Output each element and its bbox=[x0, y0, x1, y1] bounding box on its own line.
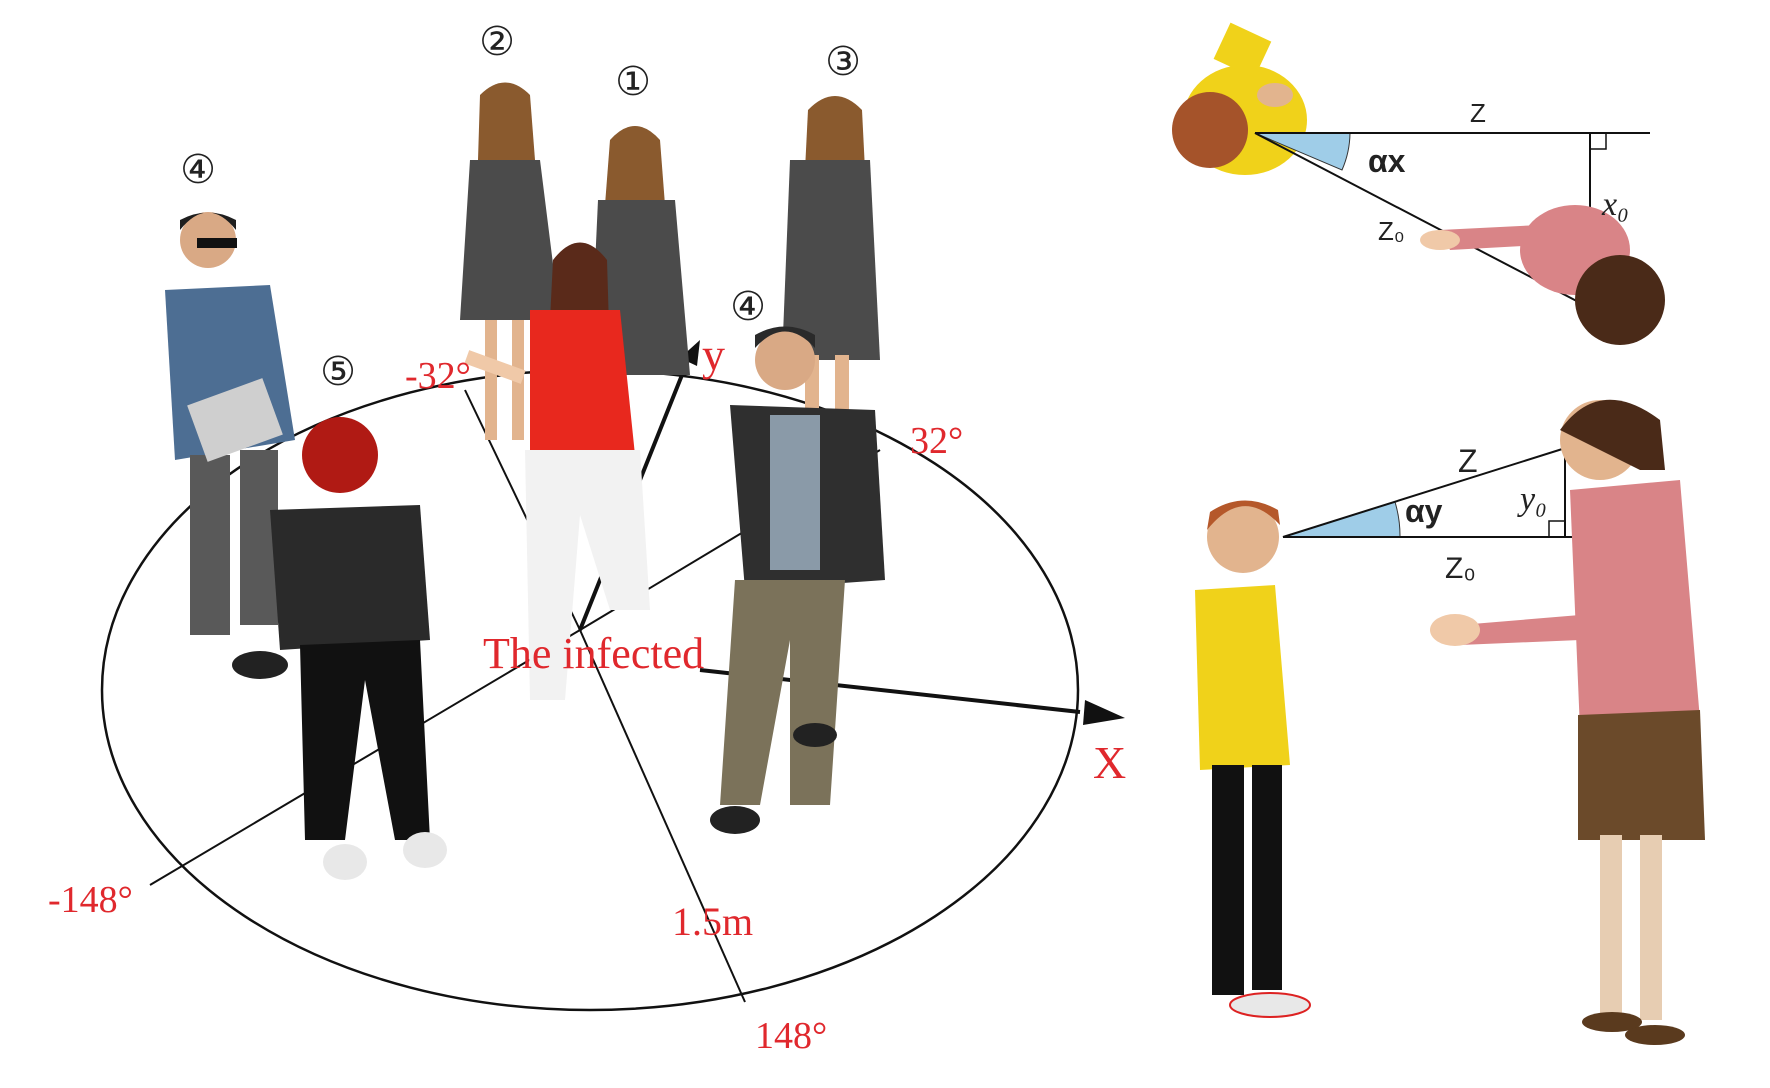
side-alpha-label: αy bbox=[1405, 493, 1443, 529]
y-axis-label: y bbox=[702, 329, 725, 380]
marker-3: ③ bbox=[825, 39, 861, 84]
infected-label: The infected bbox=[483, 629, 704, 678]
person-2-woman bbox=[460, 82, 560, 440]
top-z0-label: Z₀ bbox=[1378, 216, 1405, 246]
person-5-redhead bbox=[270, 417, 447, 880]
side-right-angle-mark bbox=[1548, 520, 1566, 538]
side-y0-label: y₀ bbox=[1517, 481, 1547, 518]
angle-label-pos32: 32° bbox=[910, 420, 963, 462]
person-4-man-suit bbox=[165, 212, 295, 679]
person-4-man-leather-jacket bbox=[710, 326, 885, 834]
marker-1: ① bbox=[615, 59, 651, 104]
marker-4-left: ④ bbox=[180, 147, 216, 192]
marker-5: ⑤ bbox=[320, 349, 356, 394]
top-view-diagram: Z Z₀ x₀ αx bbox=[1172, 22, 1665, 345]
person-infected-red-top bbox=[464, 242, 650, 700]
angle-label-neg148: -148° bbox=[48, 879, 133, 921]
x-axis-arrowhead bbox=[1083, 700, 1125, 725]
marker-4-right: ④ bbox=[730, 284, 766, 329]
x-axis-label: X bbox=[1093, 737, 1126, 788]
side-z-label: Z bbox=[1458, 443, 1478, 479]
top-z-label: Z bbox=[1470, 98, 1486, 128]
radius-label: 1.5m bbox=[672, 899, 753, 944]
top-x0-label: x₀ bbox=[1601, 186, 1629, 223]
side-view-diagram: Z Z₀ y₀ αy bbox=[1195, 399, 1705, 1045]
top-right-angle-mark bbox=[1589, 132, 1607, 150]
side-z-line bbox=[1282, 444, 1576, 538]
sector-line-pos148 bbox=[579, 629, 746, 1003]
angle-label-pos148: 148° bbox=[755, 1015, 827, 1057]
side-z0-label: Z₀ bbox=[1445, 552, 1476, 585]
sector-line-neg148 bbox=[149, 629, 581, 886]
marker-2: ② bbox=[479, 19, 515, 64]
angle-label-neg32: -32° bbox=[405, 355, 471, 397]
top-alpha-label: αx bbox=[1368, 143, 1406, 179]
